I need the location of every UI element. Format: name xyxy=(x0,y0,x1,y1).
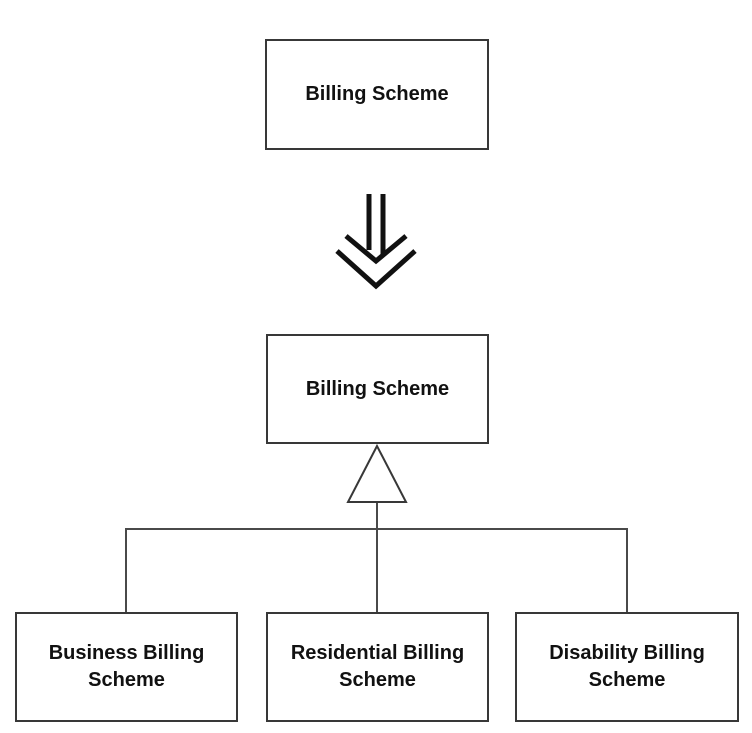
class-box-label: Residential Billing Scheme xyxy=(290,642,465,691)
class-box-label: Business Billing Scheme xyxy=(48,642,205,691)
transform-arrow-icon xyxy=(335,194,417,290)
class-box-label: Billing Scheme xyxy=(305,377,450,400)
class-box-business-billing-scheme: Business Billing Scheme xyxy=(15,612,238,722)
class-box-residential-billing-scheme: Residential Billing Scheme xyxy=(266,612,489,722)
class-box-billing-scheme-after: Billing Scheme xyxy=(266,334,489,444)
inheritance-connector-lines xyxy=(125,502,628,612)
class-box-label: Billing Scheme xyxy=(305,83,449,105)
class-box-disability-billing-scheme: Disability Billing Scheme xyxy=(515,612,739,722)
class-box-billing-scheme-before: Billing Scheme xyxy=(265,39,489,150)
class-box-label: Disability Billing Scheme xyxy=(549,642,705,691)
generalization-triangle-icon xyxy=(346,443,408,503)
